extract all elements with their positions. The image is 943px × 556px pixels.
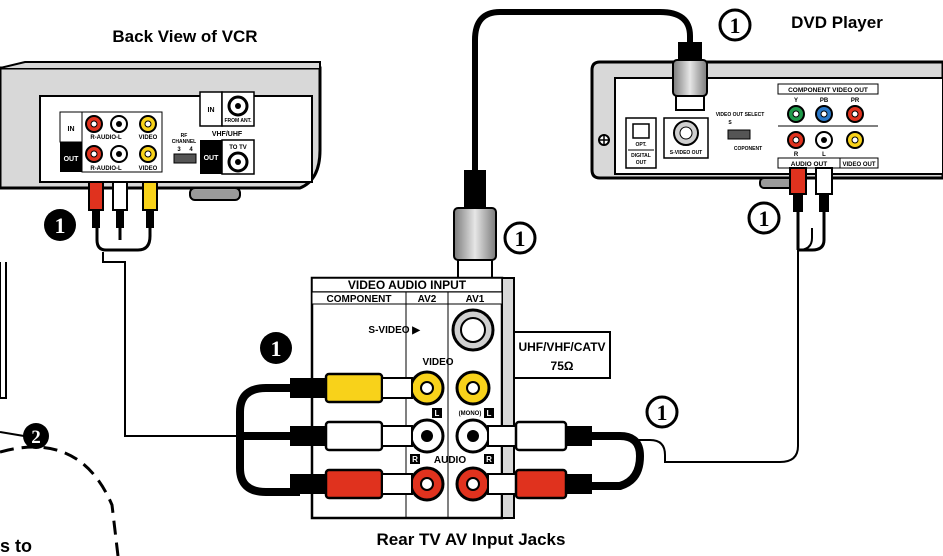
tv-antenna-label-box: UHF/VHF/CATV 75Ω: [513, 331, 611, 379]
svg-text:1: 1: [55, 213, 66, 238]
svg-text:1: 1: [759, 206, 770, 231]
dvd-pr-label: PR: [851, 98, 860, 104]
av2-rca-plugs: [290, 372, 413, 500]
dvd-l-label: L: [822, 152, 826, 158]
tv-title: Rear TV AV Input Jacks: [377, 530, 566, 549]
vcr-video-out-label: VIDEO: [139, 166, 158, 172]
callout-fragment: s to: [0, 262, 120, 556]
tv-uhf-label: UHF/VHF/CATV: [518, 340, 605, 354]
step-marker-1-dvd-top: 1: [718, 8, 752, 42]
dvd-component-video-out-label: COMPONENT VIDEO OUT: [788, 87, 868, 94]
vcr-video-in-label: VIDEO: [139, 135, 158, 141]
dvd-audio-wire: [636, 250, 799, 463]
dvd-r-label: R: [794, 152, 799, 158]
dvd-back-panel: OPT. DIGITAL OUT S-VIDEO OUT VIDEO OUT S…: [590, 60, 943, 189]
tv-component-label: COMPONENT: [327, 294, 392, 305]
vcr-back-panel: IN OUT R-AUDIO-L VIDEO R-AUDIO-L VIDEO R…: [0, 61, 322, 201]
dvd-select-s-label: S: [728, 120, 732, 126]
tv-av2-r-label: R: [412, 455, 418, 464]
vcr-to-tv-label: TO TV: [229, 145, 247, 151]
step-marker-1-tv: 1: [260, 332, 292, 364]
tv-av1-l-label: L: [487, 409, 492, 418]
svg-text:1: 1: [271, 336, 282, 361]
svg-text:1: 1: [515, 226, 526, 251]
step-marker-2: 2: [23, 423, 49, 449]
dvd-video-out-select-label: VIDEO OUT SELECT: [716, 112, 765, 118]
vcr-channel-label: CHANNEL: [172, 139, 196, 145]
tv-svideo-plug: [453, 170, 497, 291]
dvd-svideo-out-label: S-VIDEO OUT: [670, 150, 703, 156]
vcr-in-jacks: [85, 115, 157, 133]
tv-video-audio-input-label: VIDEO AUDIO INPUT: [348, 278, 467, 292]
tv-audio-label: AUDIO: [434, 455, 466, 466]
dvd-audio-jacks: [787, 131, 864, 149]
vcr-vhf-uhf-label: VHF/UHF: [212, 131, 243, 138]
step-marker-1-dvd-audio: 1: [747, 201, 781, 235]
vcr-ant-in-label: IN: [208, 107, 215, 114]
tv-audio-l-jacks: [409, 418, 491, 454]
step-marker-1-tv-audio: 1: [645, 395, 679, 429]
tv-av1-r-label: R: [486, 455, 492, 464]
dvd-video-out-select-switch[interactable]: [727, 129, 751, 140]
svg-text:1: 1: [730, 13, 741, 38]
callout-text: s to: [0, 536, 32, 556]
vcr-ch4-label: 4: [189, 147, 193, 153]
dvd-y-label: Y: [794, 98, 798, 104]
dvd-digital-label: DIGITAL: [631, 153, 651, 159]
dvd-video-out-label: VIDEO OUT: [842, 162, 875, 168]
vcr-audio-out-label: R-AUDIO-L: [90, 166, 122, 172]
tv-mono-label: (MONO): [459, 411, 482, 417]
tv-av1-label: AV1: [466, 294, 485, 305]
svg-text:1: 1: [657, 400, 668, 425]
vcr-out-jacks: [85, 145, 157, 163]
tv-audio-r-jacks: [409, 466, 491, 502]
tv-svideo-label: S-VIDEO ▶: [368, 325, 421, 336]
dvd-audio-out-label: AUDIO OUT: [791, 161, 828, 168]
tv-av2-label: AV2: [418, 294, 437, 305]
dvd-coponent-label: COPONENT: [734, 146, 762, 152]
tv-video-label: VIDEO: [422, 357, 453, 368]
svideo-cable: [472, 9, 693, 206]
vcr-rca-plugs: [88, 181, 158, 252]
svg-text:2: 2: [31, 427, 41, 448]
vcr-title: Back View of VCR: [112, 27, 257, 46]
av1-rca-plugs: [487, 420, 592, 500]
vcr-ch3-label: 3: [177, 147, 181, 153]
vcr-to-tv-wire: [102, 252, 236, 437]
dvd-component-jacks: [787, 105, 864, 123]
tv-av2-l-label: L: [435, 409, 440, 418]
vcr-audio-in-label: R-AUDIO-L: [90, 135, 122, 141]
vcr-ant-out-label: OUT: [204, 155, 220, 162]
dvd-pb-label: PB: [820, 98, 829, 104]
step-marker-1-vcr: 1: [44, 209, 76, 241]
vcr-from-ant-label: FROM ANT.: [224, 118, 252, 124]
dvd-opt-label: OPT.: [635, 142, 647, 148]
step-marker-1-svideo: 1: [503, 221, 537, 255]
vcr-in-label: IN: [68, 126, 75, 133]
tv-ohm-label: 75Ω: [551, 359, 574, 373]
dvd-digital-out-label: OUT: [636, 160, 647, 166]
vcr-out-label: OUT: [64, 156, 80, 163]
vcr-rf-label: RF: [181, 133, 188, 139]
dvd-audio-plugs: [789, 167, 833, 252]
vcr-rf-channel-switch[interactable]: [173, 153, 197, 164]
dvd-title: DVD Player: [791, 13, 883, 32]
dvd-svideo-plug: [672, 42, 708, 111]
